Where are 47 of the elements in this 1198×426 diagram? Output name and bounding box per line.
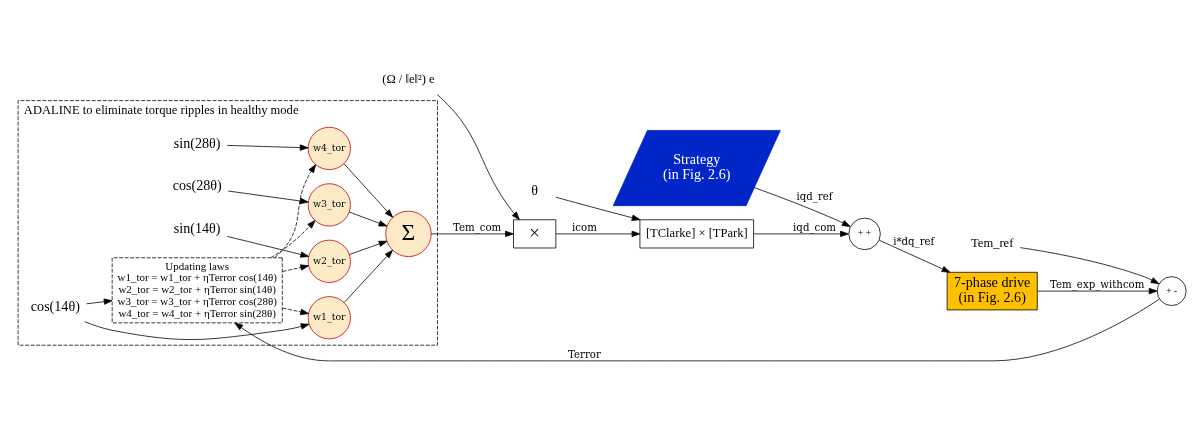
arrow — [348, 211, 388, 226]
node-text: sin(14θ) — [173, 219, 221, 236]
node-text: cos(28θ) — [172, 176, 222, 193]
arrow — [86, 298, 113, 305]
node-box: × — [513, 218, 557, 248]
node-circle: w2_tor — [307, 239, 351, 283]
arrow — [555, 196, 641, 221]
arrow — [1019, 246, 1160, 284]
arrow — [555, 230, 641, 237]
node-text: Tem_ref — [971, 235, 1014, 250]
edge-label: icom — [572, 221, 597, 233]
arrow — [754, 186, 851, 227]
arrow — [753, 230, 849, 237]
node-box: Updating laws w1_tor = w1_tor + ηTerror cos(14θ) w2_tor = w2_tor + ηTerror sin(14θ) w3_tor = w3_tor + ηTerror cos(28θ) w4_tor = w4_tor + ηTerror sin(28θ) — [111, 256, 283, 323]
edge-label: iqd_ref — [796, 190, 833, 202]
edge-label: iqd_com — [793, 221, 837, 233]
edge-label: i*dq_ref — [893, 235, 935, 247]
arrow — [282, 307, 309, 315]
node-text: sin(28θ) — [173, 134, 221, 151]
arrow — [274, 163, 316, 258]
arrow — [282, 263, 309, 272]
node-circle: w4_tor — [307, 126, 351, 170]
arrow — [878, 239, 951, 273]
edge-label: Tem_exp_withcom — [1050, 278, 1145, 290]
arrow — [430, 230, 514, 237]
edge-label: Tem_com — [452, 221, 502, 233]
arrow — [343, 249, 393, 303]
arrow — [436, 93, 520, 220]
arrow — [343, 162, 393, 218]
arrow — [1037, 287, 1158, 294]
node-circle: + + — [848, 217, 881, 250]
node-box: 7-phase drive (in Fig. 2.6) — [946, 271, 1038, 310]
arrow — [226, 143, 309, 151]
arrow — [234, 298, 1160, 361]
node-text: (Ω / ‖e‖²) e — [382, 71, 435, 86]
arrow — [226, 235, 310, 258]
edge-label: Terror — [568, 348, 601, 360]
node-text: θ — [531, 181, 539, 198]
arrow — [349, 240, 388, 255]
node-box: [TClarke] × [TPark] — [639, 218, 754, 248]
arrow — [227, 190, 309, 204]
node-circle: + - — [1156, 275, 1187, 306]
arrow — [84, 320, 310, 340]
node-circle: w3_tor — [307, 182, 351, 226]
node-text: cos(14θ) — [30, 297, 80, 314]
node-circle: w1_tor — [307, 295, 351, 339]
arrow — [270, 219, 316, 258]
